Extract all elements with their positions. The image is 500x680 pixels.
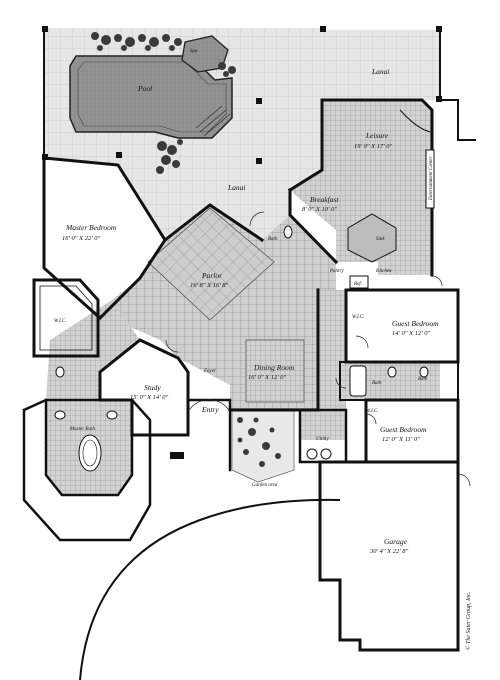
entertainment-center-label: Entertainment Center	[429, 156, 434, 201]
column-posts	[42, 26, 442, 459]
breakfast-dims: 8' 0" X 10' 0"	[302, 206, 337, 213]
bath-kitchen-label: Bath	[268, 237, 278, 242]
lanai-mid-label: Lanai	[227, 183, 246, 192]
pool-label: Pool	[137, 84, 152, 93]
leisure-dims: 19' 0" X 17' 0"	[354, 143, 392, 150]
pantry-label: Pantry	[329, 269, 344, 274]
fixtures	[54, 109, 435, 472]
wic-guest-1-label: W.I.C.	[352, 315, 364, 320]
dining-room-dims: 16' 0" X 12' 0"	[248, 374, 286, 381]
guest-bedroom-1-label: Guest Bedroom	[392, 319, 439, 328]
wic-guest-2-label: W.I.C.	[366, 409, 378, 414]
kitchen-label: Kitchen	[375, 269, 392, 274]
master-bedroom-dims: 16' 0" X 22' 0"	[62, 235, 100, 242]
study-label: Study	[144, 383, 161, 392]
study-dims: 15' 0" X 14' 0"	[130, 394, 168, 401]
wic-master-label: W.I.C.	[54, 319, 66, 324]
parlor-inlay	[147, 207, 275, 321]
dining-inlay	[245, 339, 305, 403]
sink-label: Sink	[376, 237, 385, 242]
leisure-label: Leisure	[365, 131, 389, 140]
parlor-label: Parlor	[201, 271, 222, 280]
driveway-curve	[79, 498, 341, 680]
copyright-text: © The Sater Group, Inc.	[465, 592, 472, 650]
master-bedroom-label: Master Bedroom	[65, 223, 117, 232]
garage-label: Garage	[384, 537, 408, 546]
bath-guest-1-label: Bath	[372, 381, 382, 386]
lanai-top-label: Lanai	[371, 67, 390, 76]
entry-label: Entry	[201, 405, 219, 414]
spa-label: Spa	[190, 49, 198, 54]
guest-bedroom-2-dims: 12' 0" X 11' 0"	[382, 436, 420, 443]
planters-foliage	[91, 32, 236, 174]
garden-area-courtyard	[231, 409, 295, 483]
dining-room-label: Dining Room	[253, 363, 295, 372]
gallery-floor	[46, 300, 140, 400]
utility-floor	[300, 290, 346, 440]
utility-label: Utility	[316, 437, 330, 442]
walls	[22, 27, 476, 652]
master-bath-label: Master Bath	[69, 427, 95, 432]
breakfast-label: Breakfast	[310, 195, 339, 204]
foyer-label: Foyer	[203, 369, 216, 374]
guest-bedroom-2-label: Guest Bedroom	[380, 425, 427, 434]
parlor-dims: 16' 8" X 16' 8"	[190, 282, 228, 289]
garden-area-label: Garden area	[252, 483, 278, 488]
garage-dims: 30' 4" X 22' 8"	[369, 548, 408, 555]
guest-bedroom-1-dims: 14' 0" X 12' 0"	[392, 330, 430, 337]
door-swings	[165, 211, 471, 487]
bath-guest-2-label: Bath	[418, 377, 428, 382]
pool	[69, 55, 233, 139]
ref-label: Ref.	[353, 282, 362, 287]
